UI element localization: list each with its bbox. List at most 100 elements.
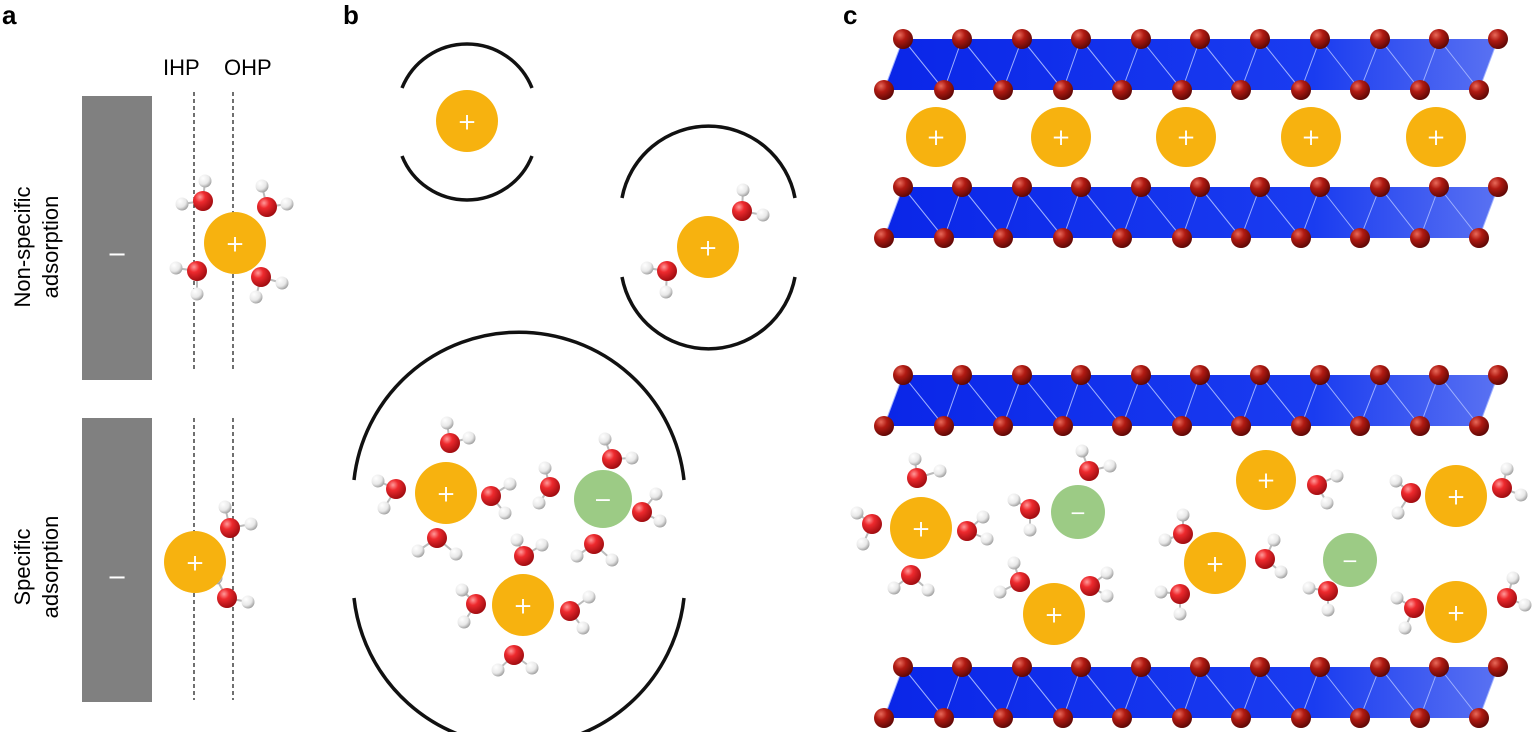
hydrogen-atom — [1330, 469, 1344, 483]
oxygen-atom — [907, 468, 927, 488]
lattice-atom — [893, 29, 913, 49]
water-molecule — [1389, 474, 1421, 520]
hydrogen-atom — [1500, 462, 1514, 476]
hydrogen-atom — [411, 544, 425, 558]
oxygen-atom — [862, 514, 882, 534]
lattice-atom — [934, 708, 954, 728]
electrode-bottom-sign: − — [107, 563, 127, 591]
lattice-atom — [1469, 80, 1489, 100]
lattice-atom — [893, 177, 913, 197]
hydrogen-atom — [503, 477, 517, 491]
lattice-atom — [1429, 177, 1449, 197]
hydrogen-atom — [218, 500, 232, 514]
water-molecule — [570, 534, 619, 567]
layer-edge — [1021, 666, 1064, 719]
water-molecule — [1154, 584, 1190, 621]
hydrogen-atom — [933, 464, 947, 478]
lattice-atom — [874, 80, 894, 100]
shell-2-bottom-arc — [620, 276, 797, 351]
lattice-atom — [1488, 365, 1508, 385]
cation: + — [1281, 107, 1341, 167]
lattice-atom — [1112, 708, 1132, 728]
layer-edge — [1199, 38, 1242, 91]
layer-edge — [1080, 666, 1123, 719]
lattice-atom — [874, 708, 894, 728]
cation-sign: + — [926, 125, 945, 151]
water-molecule — [993, 556, 1030, 599]
cation: + — [415, 462, 477, 524]
cation: + — [492, 574, 554, 636]
layered-sheet-2 — [874, 177, 1508, 248]
layer-edge — [1199, 666, 1242, 719]
lattice-atom — [1172, 228, 1192, 248]
layer-edge — [1080, 38, 1123, 91]
lattice-atom — [1190, 177, 1210, 197]
hydrogen-atom — [538, 461, 552, 475]
layer-edge — [1080, 186, 1123, 239]
water-molecule — [175, 174, 213, 211]
ohp-label: OHP — [224, 55, 272, 80]
water-molecule — [1075, 444, 1117, 481]
oxygen-atom — [187, 261, 207, 281]
water-molecule — [1492, 462, 1528, 502]
lattice-atom — [1231, 228, 1251, 248]
cation-sign: + — [698, 235, 717, 261]
layer-edge — [1379, 38, 1421, 91]
hydrogen-atom — [605, 553, 619, 567]
hydrogen-atom — [570, 549, 584, 563]
layer-edge — [1379, 666, 1421, 719]
lattice-atom — [1410, 416, 1430, 436]
cation: + — [890, 497, 952, 559]
cation: + — [436, 90, 498, 152]
cation-sign: + — [436, 481, 455, 507]
lattice-atom — [1410, 708, 1430, 728]
cation-disc — [1236, 450, 1296, 510]
lattice-atom — [874, 416, 894, 436]
layer-edge — [902, 186, 945, 239]
anion-disc — [574, 470, 632, 528]
lattice-atom — [1350, 416, 1370, 436]
lattice-atom — [1053, 80, 1073, 100]
lattice-atom — [1190, 365, 1210, 385]
cation-sign: + — [1205, 551, 1224, 577]
cation-sign: + — [1176, 125, 1195, 151]
lattice-atom — [1350, 708, 1370, 728]
cation-sign: + — [1446, 484, 1465, 510]
lattice-atom — [1053, 228, 1073, 248]
hydrogen-atom — [649, 487, 663, 501]
layer-edge — [1379, 186, 1421, 239]
layer-edge — [1259, 666, 1302, 719]
hydrogen-atom — [525, 661, 539, 675]
oxygen-atom — [504, 645, 524, 665]
lattice-atom — [1250, 29, 1270, 49]
lattice-atom — [1231, 416, 1251, 436]
layer-edge — [1438, 38, 1480, 91]
oxygen-atom — [584, 534, 604, 554]
hydrogen-atom — [1007, 493, 1021, 507]
cation-disc — [492, 574, 554, 636]
panel-b — [352, 42, 797, 732]
cation: + — [1406, 107, 1466, 167]
lattice-atom — [1053, 416, 1073, 436]
layer-edge — [1319, 38, 1361, 91]
cation: + — [1031, 107, 1091, 167]
oxygen-atom — [1497, 588, 1517, 608]
hydrogen-atom — [440, 416, 454, 430]
water-molecule — [957, 510, 994, 546]
water-molecule — [510, 533, 549, 566]
hydrogen-atom — [856, 537, 870, 551]
water-molecule — [440, 416, 476, 453]
cation-disc — [1406, 107, 1466, 167]
oxygen-atom — [657, 261, 677, 281]
hydrogen-atom — [921, 583, 935, 597]
hydrogen-atom — [377, 501, 391, 515]
hydrogen-atom — [1506, 571, 1520, 585]
layer-edge — [1021, 186, 1064, 239]
lattice-atom — [1291, 80, 1311, 100]
lattice-atom — [1172, 80, 1192, 100]
oxygen-atom — [220, 518, 240, 538]
water-molecule — [1255, 533, 1288, 579]
layer-edge — [1379, 374, 1421, 427]
layer-edge — [1259, 186, 1302, 239]
hydrogen-atom — [491, 663, 505, 677]
